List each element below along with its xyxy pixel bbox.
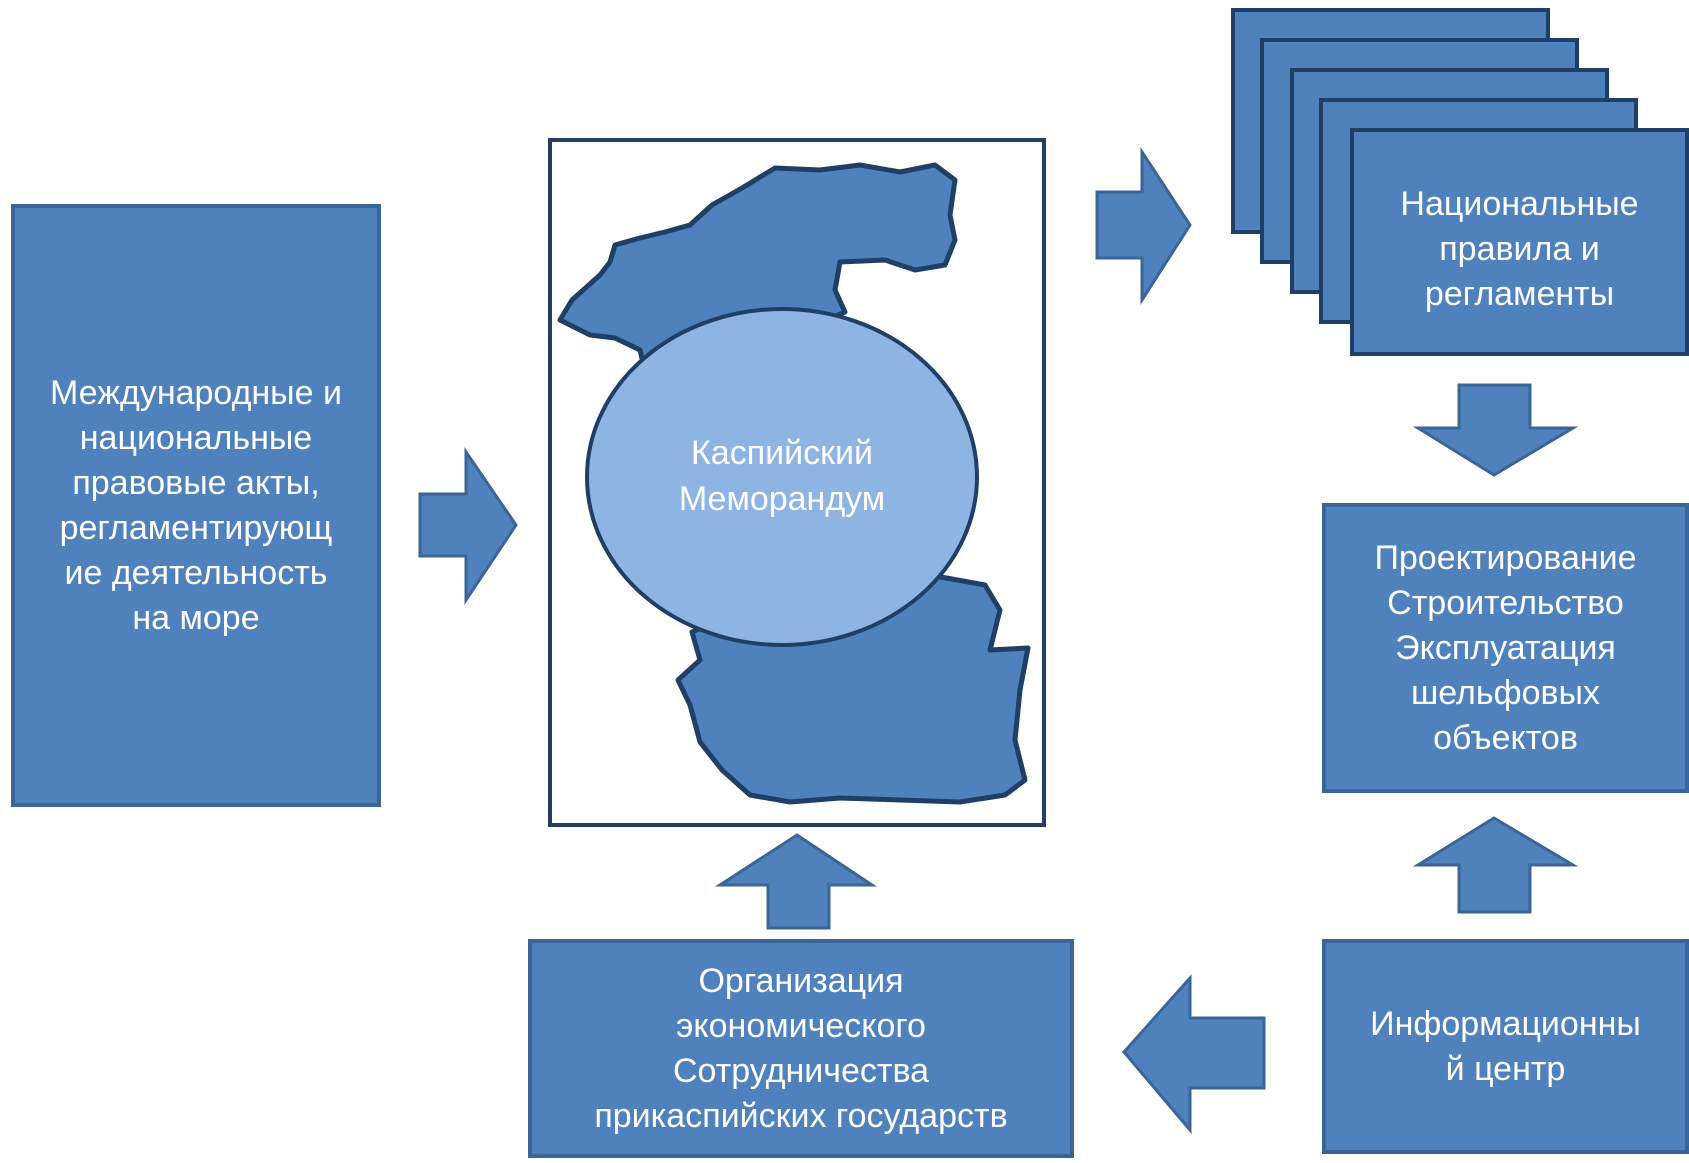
organization-box: Организация экономического Сотрудничеств… xyxy=(528,939,1074,1158)
organization-text: Организация экономического Сотрудничеств… xyxy=(594,961,1008,1135)
arrow-up-icon xyxy=(714,833,877,930)
offshore-objects-text: Проектирование Строительство Эксплуатаци… xyxy=(1374,538,1637,757)
arrow-down-icon xyxy=(1412,383,1579,477)
arrow-up-icon xyxy=(1412,816,1579,914)
arrow-left-icon xyxy=(1122,974,1266,1135)
national-rules-text: Национальные правила и регламенты xyxy=(1400,185,1639,313)
offshore-objects-box: Проектирование Строительство Эксплуатаци… xyxy=(1322,503,1689,793)
national-rules-box: Национальные правила и регламенты xyxy=(1350,128,1689,356)
legal-acts-text: Международные и национальные правовые ак… xyxy=(50,373,342,637)
arrow-right-icon xyxy=(1095,146,1192,306)
memorandum-label: Каспийский Меморандум xyxy=(678,434,886,518)
legal-acts-box: Международные и национальные правовые ак… xyxy=(11,204,381,807)
memorandum-ellipse xyxy=(585,307,979,647)
information-center-text: Информационны й центр xyxy=(1370,1004,1641,1088)
information-center-box: Информационны й центр xyxy=(1322,939,1689,1154)
arrow-right-icon xyxy=(418,447,518,605)
